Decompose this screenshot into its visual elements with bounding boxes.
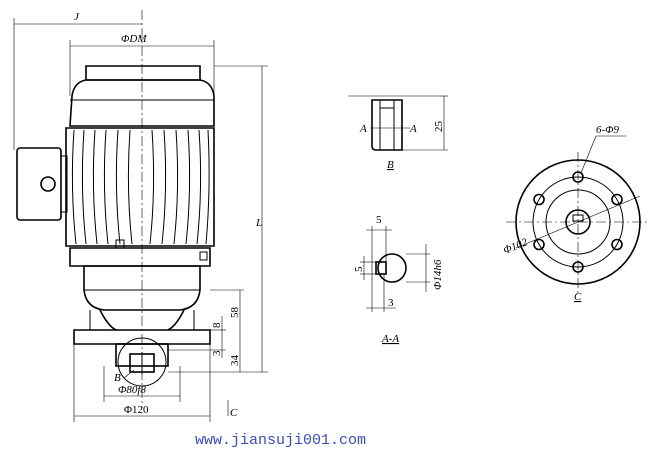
bolt-hole	[611, 238, 623, 251]
terminal-box-neck	[60, 155, 68, 213]
bolt-hole	[533, 193, 545, 206]
top-cap	[85, 65, 201, 81]
view-b-caption: B	[387, 159, 394, 171]
dim-shaft-label: Φ14h6	[432, 259, 444, 290]
dim-j-label: J	[74, 11, 80, 23]
bolt-hole	[572, 261, 584, 273]
flange-fillet	[99, 309, 185, 331]
bolt-circle	[532, 176, 624, 268]
dim-holes-label: 6-Φ9	[596, 124, 620, 136]
dim-spigot-label: Φ80f8	[118, 384, 146, 396]
spigot-circle	[117, 337, 167, 387]
end-shield	[83, 265, 201, 311]
keyway	[375, 261, 387, 275]
watermark-url: www.jiansuji001.com	[195, 432, 366, 449]
dim-34-label: 34	[229, 355, 241, 367]
bolt-hole	[611, 193, 623, 206]
dim-holes-leader	[580, 135, 597, 174]
section-a-right: A	[409, 123, 417, 135]
dim-dm-label: ΦDM	[121, 33, 147, 45]
view-b-body	[371, 99, 403, 151]
dim-l-label: L	[255, 217, 262, 229]
shaft-outline	[565, 209, 591, 235]
section-a-a: 5 5 3 Φ14h6 A-A	[353, 214, 444, 345]
spigot-outline	[545, 189, 611, 255]
dim-25-label: 25	[433, 121, 445, 133]
flange-outline	[515, 159, 641, 285]
bolt-holes	[533, 171, 623, 273]
dim-flange-label: Φ120	[124, 404, 149, 416]
dim-5-left-label: 5	[353, 266, 365, 272]
bolt-hole	[533, 238, 545, 251]
dim-pcd-line	[515, 195, 641, 249]
cooling-fins	[71, 129, 210, 245]
section-aa-caption: A-A	[381, 333, 399, 345]
view-c: 6-Φ9 Φ102 C	[502, 124, 650, 303]
end-shield-ring	[69, 247, 211, 267]
view-c-caption: C	[574, 291, 582, 303]
bolt-hole	[572, 171, 584, 183]
cable-gland	[40, 176, 56, 192]
dim-58-label: 58	[229, 307, 241, 319]
view-b-key	[379, 99, 395, 109]
drain-plug	[199, 251, 208, 261]
stator-body	[65, 127, 215, 247]
shaft-key-slot	[572, 214, 584, 222]
dim-3-label: 3	[211, 350, 223, 356]
view-b-arrow	[123, 369, 135, 379]
view-c-marker: C	[230, 407, 238, 419]
motor-side-view: J ΦDM L 58 8 3 34 Φ80f8 Φ120 B	[13, 10, 268, 422]
flange-neck	[89, 310, 195, 330]
view-b-marker: B	[114, 372, 121, 384]
section-a-left: A	[359, 123, 367, 135]
dim-8-label: 8	[211, 322, 223, 328]
shaft-section	[377, 253, 407, 283]
dim-3-label: 3	[388, 297, 394, 309]
view-b: A A 25 B	[348, 95, 448, 171]
dim-5-top-label: 5	[376, 214, 382, 226]
